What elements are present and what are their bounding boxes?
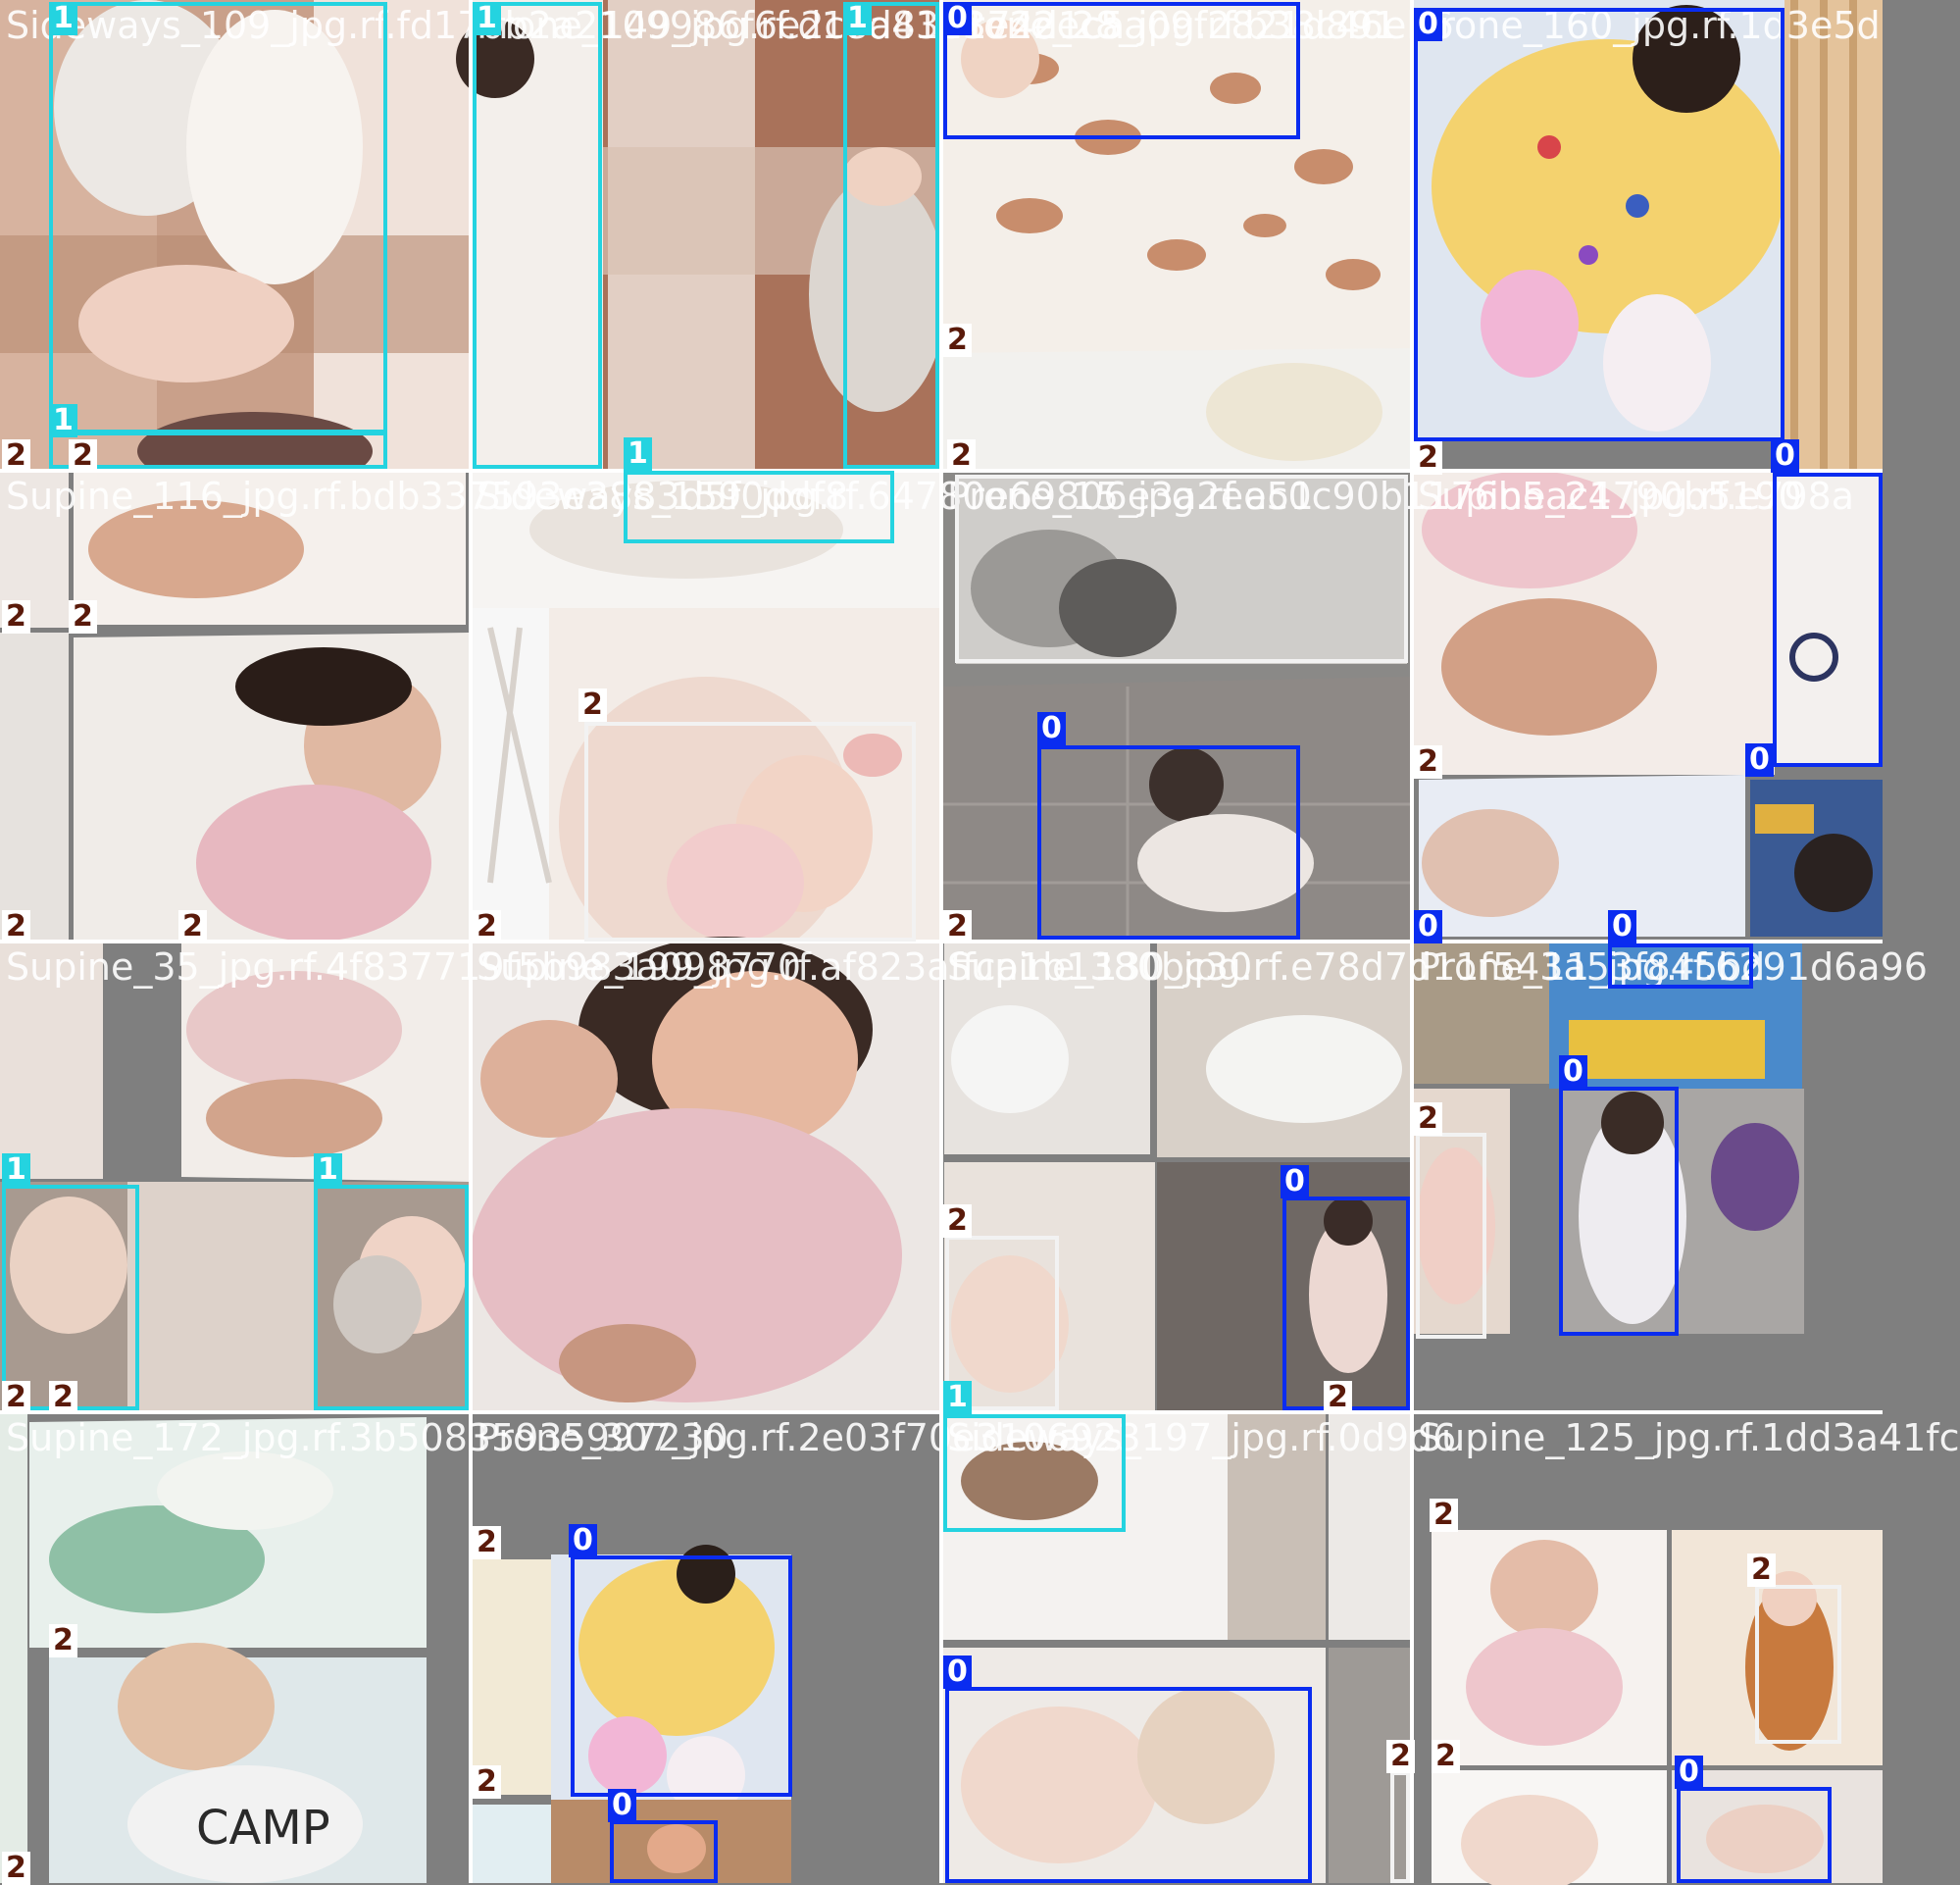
- bounding-box: [473, 2, 602, 469]
- class-label: 2: [943, 910, 972, 943]
- bounding-box: [49, 432, 387, 469]
- bounding-box: [1416, 1133, 1486, 1339]
- class-label: 0: [943, 2, 972, 35]
- class-label: 0: [943, 1656, 972, 1689]
- class-label: 0: [1414, 910, 1442, 943]
- bounding-box: [1559, 1087, 1679, 1336]
- photo-prone-15: [941, 471, 1412, 942]
- bounding-box: [1037, 745, 1300, 940]
- class-label: 0: [1771, 439, 1799, 473]
- photo-prone-307: [471, 1412, 941, 1883]
- class-label: 1: [2, 1153, 30, 1187]
- class-label: 0: [1414, 8, 1442, 41]
- class-label: 0: [569, 1524, 597, 1557]
- svg-text:CAMP: CAMP: [196, 1801, 330, 1856]
- bounding-box: [955, 475, 1408, 663]
- class-label: 2: [1747, 1554, 1776, 1587]
- class-label: 1: [943, 1381, 972, 1414]
- class-label: 0: [1675, 1756, 1703, 1789]
- class-label: 2: [473, 1526, 501, 1559]
- class-label: 1: [49, 2, 77, 35]
- photo-sideways-checkered: [456, 0, 946, 471]
- photo-supine-199: [471, 937, 941, 1412]
- class-label: 2: [1414, 745, 1442, 779]
- bounding-box: [1414, 8, 1784, 441]
- bounding-box: [624, 471, 894, 543]
- class-label: 2: [1432, 1740, 1460, 1773]
- bounding-box: [571, 1555, 792, 1797]
- class-label: 1: [314, 1153, 342, 1187]
- photo-prone-unicorn-crib: [1412, 0, 1883, 471]
- class-label: 2: [943, 324, 972, 357]
- class-label: 2: [69, 439, 97, 473]
- class-label: 0: [608, 1789, 636, 1822]
- class-label: 2: [578, 688, 607, 722]
- class-label: 2: [1386, 1740, 1415, 1773]
- bounding-box: [1390, 1771, 1410, 1883]
- class-label: 1: [843, 2, 872, 35]
- bounding-box: [314, 1185, 469, 1410]
- class-label: 2: [1324, 1381, 1352, 1414]
- bounding-box: [49, 2, 387, 433]
- class-label: 2: [947, 439, 976, 473]
- class-label: 2: [49, 1624, 77, 1657]
- bounding-box: [943, 2, 1300, 139]
- photo-prone-11: [1412, 942, 1883, 1412]
- class-label: 2: [1430, 1499, 1458, 1532]
- class-label: 2: [1414, 1102, 1442, 1136]
- class-label: 2: [49, 1381, 77, 1414]
- bounding-box: [2, 1185, 139, 1410]
- class-label: 2: [2, 1381, 30, 1414]
- class-label: 2: [473, 910, 501, 943]
- bounding-box: [1282, 1197, 1410, 1410]
- mosaic-photos: CAMP: [0, 0, 1883, 1885]
- class-label: 1: [49, 404, 77, 437]
- bounding-box: [945, 1236, 1059, 1410]
- bounding-box: [1608, 943, 1753, 989]
- class-label: 0: [1281, 1165, 1309, 1198]
- class-label: 0: [1037, 712, 1066, 745]
- photo-supine-24: [1412, 471, 1883, 942]
- class-label: 2: [2, 1852, 30, 1885]
- bounding-box: [943, 1414, 1126, 1532]
- bounding-box: [610, 1820, 718, 1883]
- photo-supine-35: [0, 942, 471, 1412]
- photo-supine-172: CAMP: [0, 1412, 471, 1883]
- class-label: 0: [1559, 1055, 1587, 1089]
- bounding-box: [584, 722, 916, 942]
- bounding-box: [1773, 473, 1883, 767]
- photo-supine-116: [0, 471, 471, 942]
- class-label: 2: [2, 600, 30, 634]
- class-label: 1: [473, 2, 501, 35]
- class-label: 2: [178, 910, 207, 943]
- class-label: 1: [624, 437, 652, 471]
- class-label: 2: [473, 1765, 501, 1799]
- bounding-box: [843, 2, 939, 469]
- bounding-box: [945, 1687, 1312, 1883]
- class-label: 2: [2, 439, 30, 473]
- class-label: 2: [1414, 441, 1442, 475]
- bounding-box: [1677, 1787, 1832, 1883]
- photo-prone-bears: [941, 0, 1412, 471]
- class-label: 0: [1745, 743, 1774, 777]
- class-label: 0: [1608, 910, 1636, 943]
- bounding-box: [1755, 1585, 1841, 1744]
- class-label: 2: [943, 1204, 972, 1238]
- class-label: 2: [2, 910, 30, 943]
- class-label: 2: [69, 600, 97, 634]
